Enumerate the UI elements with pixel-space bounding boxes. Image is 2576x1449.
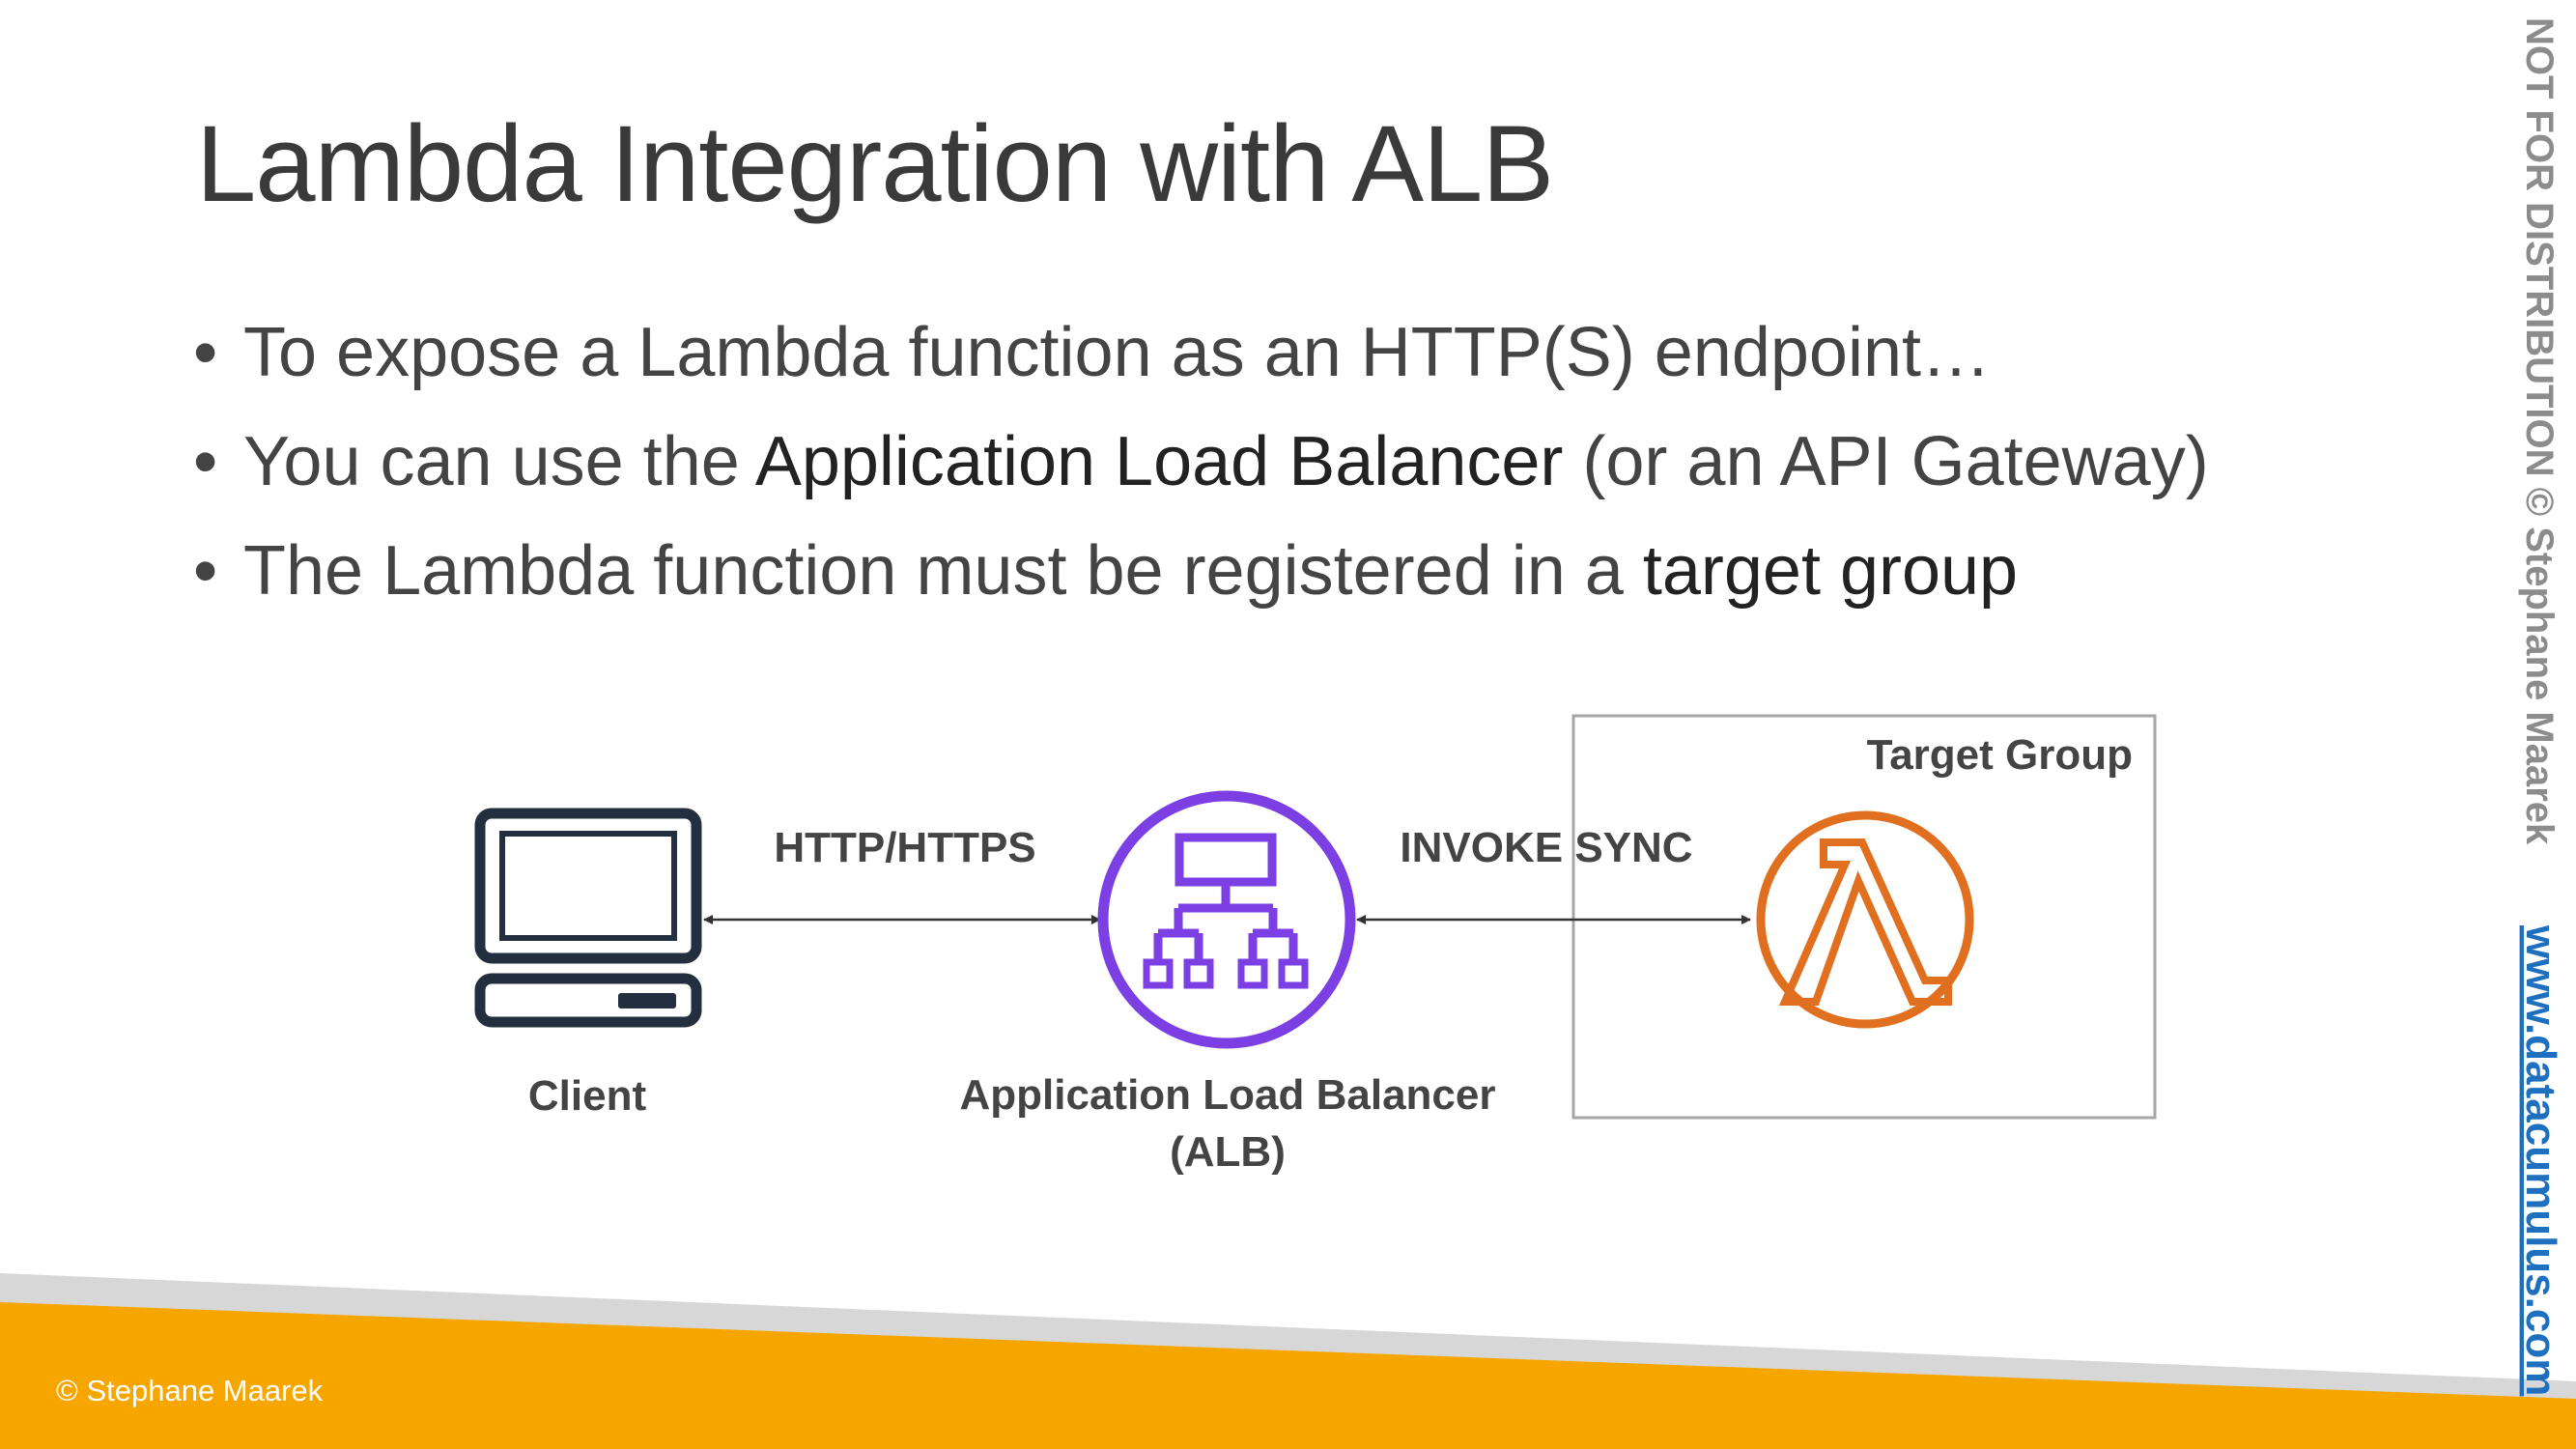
alb-label: Application Load Balancer bbox=[960, 1071, 1496, 1119]
target-group-label: Target Group bbox=[1867, 731, 2133, 779]
slide-title: Lambda Integration with ALB bbox=[196, 103, 1554, 224]
bullet-text: You can use the bbox=[243, 423, 755, 500]
lambda-icon bbox=[1756, 810, 1974, 1029]
bullet-item: To expose a Lambda function as an HTTP(S… bbox=[193, 304, 2209, 413]
footer-orange-band bbox=[0, 1302, 2576, 1449]
distribution-notice: NOT FOR DISTRIBUTION © Stephane Maarek bbox=[2518, 17, 2561, 845]
website-link[interactable]: www.datacumulus.com bbox=[2517, 924, 2564, 1396]
bullet-item: You can use the Application Load Balance… bbox=[193, 413, 2209, 523]
bullet-emphasis: target group bbox=[1642, 532, 2019, 610]
bullet-item: The Lambda function must be registered i… bbox=[193, 523, 2209, 632]
footer-copyright: © Stephane Maarek bbox=[56, 1374, 324, 1407]
load-balancer-icon bbox=[1097, 790, 1356, 1049]
alb-label-abbrev: (ALB) bbox=[1170, 1128, 1286, 1176]
http-label: HTTP/HTTPS bbox=[774, 824, 1035, 871]
bullet-text: The Lambda function must be registered i… bbox=[243, 532, 1643, 610]
invoke-label: INVOKE SYNC bbox=[1400, 824, 1692, 871]
side-watermark: NOT FOR DISTRIBUTION © Stephane Maarek w… bbox=[2517, 17, 2564, 1396]
computer-icon bbox=[474, 808, 702, 1028]
bullet-list: To expose a Lambda function as an HTTP(S… bbox=[193, 304, 2209, 632]
bullet-text: (or an API Gateway) bbox=[1563, 423, 2209, 500]
bullet-text: To expose a Lambda function as an HTTP(S… bbox=[243, 314, 1991, 391]
client-label: Client bbox=[528, 1072, 647, 1120]
bullet-emphasis: Application Load Balancer bbox=[754, 423, 1564, 500]
